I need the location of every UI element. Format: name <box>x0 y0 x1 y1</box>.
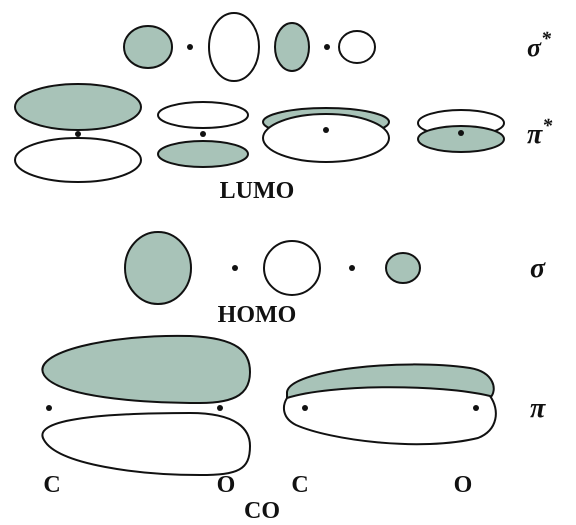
sigma-c-nucleus <box>232 265 238 271</box>
pi-side-open-lobe <box>282 386 497 446</box>
sigma-orbital <box>124 231 421 305</box>
pi-star-c-nucleus <box>75 131 81 137</box>
sigma-star-orbital <box>123 12 376 82</box>
sigma-star-o-open-lobe <box>338 30 376 64</box>
pi-lower-lobe <box>41 411 252 477</box>
pi-label: π <box>530 393 546 424</box>
homo-label: HOMO <box>218 302 297 328</box>
atom-label-c-right: C <box>291 472 308 498</box>
sigma-middle-lobe <box>263 240 321 296</box>
pi-side-o-nucleus <box>473 405 479 411</box>
pi-star-orbital <box>14 83 505 183</box>
pi-upper-lobe <box>41 334 252 405</box>
pi-star-side-c-nucleus <box>323 127 329 133</box>
lumo-label: LUMO <box>220 178 295 204</box>
pi-star-side-o-shaded-lobe <box>417 125 505 153</box>
sigma-star-o-shaded-lobe <box>274 22 310 72</box>
pi-star-c-lower-lobe <box>14 137 142 183</box>
pi-orbital <box>41 334 497 477</box>
pi-star-label: π* <box>527 115 553 150</box>
molecule-label: CO <box>244 498 280 524</box>
atom-label-o-left: O <box>217 472 236 498</box>
pi-star-o-upper-lobe <box>157 101 249 129</box>
sigma-o-nucleus <box>349 265 355 271</box>
atom-label-c-left: C <box>43 472 60 498</box>
pi-side-c-nucleus <box>302 405 308 411</box>
pi-star-c-upper-lobe <box>14 83 142 131</box>
pi-star-side-c-open-lobe <box>262 113 390 163</box>
pi-star-o-lower-lobe <box>157 140 249 168</box>
sigma-star-o-nucleus <box>324 44 330 50</box>
sigma-star-c-open-lobe <box>208 12 260 82</box>
pi-star-o-nucleus <box>200 131 206 137</box>
sigma-star-label: σ* <box>527 28 552 62</box>
atom-label-o-right: O <box>454 472 473 498</box>
pi-o-nucleus <box>217 405 223 411</box>
sigma-c-lobe <box>124 231 192 305</box>
sigma-o-lobe <box>385 252 421 284</box>
pi-c-nucleus <box>46 405 52 411</box>
sigma-star-c-nucleus <box>187 44 193 50</box>
pi-star-side-o-nucleus <box>458 130 464 136</box>
sigma-label: σ <box>530 253 546 284</box>
sigma-star-c-shaded-lobe <box>123 25 173 69</box>
